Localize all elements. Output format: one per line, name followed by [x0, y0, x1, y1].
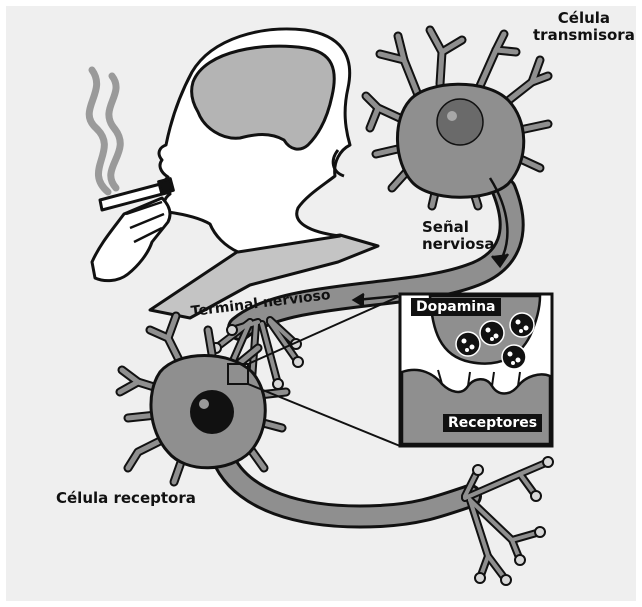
receiving-cell-label: Célula receptora	[56, 490, 196, 507]
nerve-signal-label-line1: Señal	[422, 219, 495, 236]
nerve-signal-label: Señal nerviosa	[422, 219, 495, 254]
nerve-signal-label-line2: nerviosa	[422, 236, 495, 253]
receiving-nucleus	[190, 390, 234, 434]
transmitting-nucleus	[437, 99, 483, 145]
transmitting-cell-label-line2: transmisora	[533, 27, 635, 44]
receptors-label: Receptores	[443, 414, 542, 432]
transmitting-cell-label-line1: Célula	[533, 10, 635, 27]
transmitting-cell-label: Célula transmisora	[533, 10, 635, 45]
transmitting-neuron-icon	[397, 84, 523, 197]
dopamine-label: Dopamina	[411, 298, 501, 316]
